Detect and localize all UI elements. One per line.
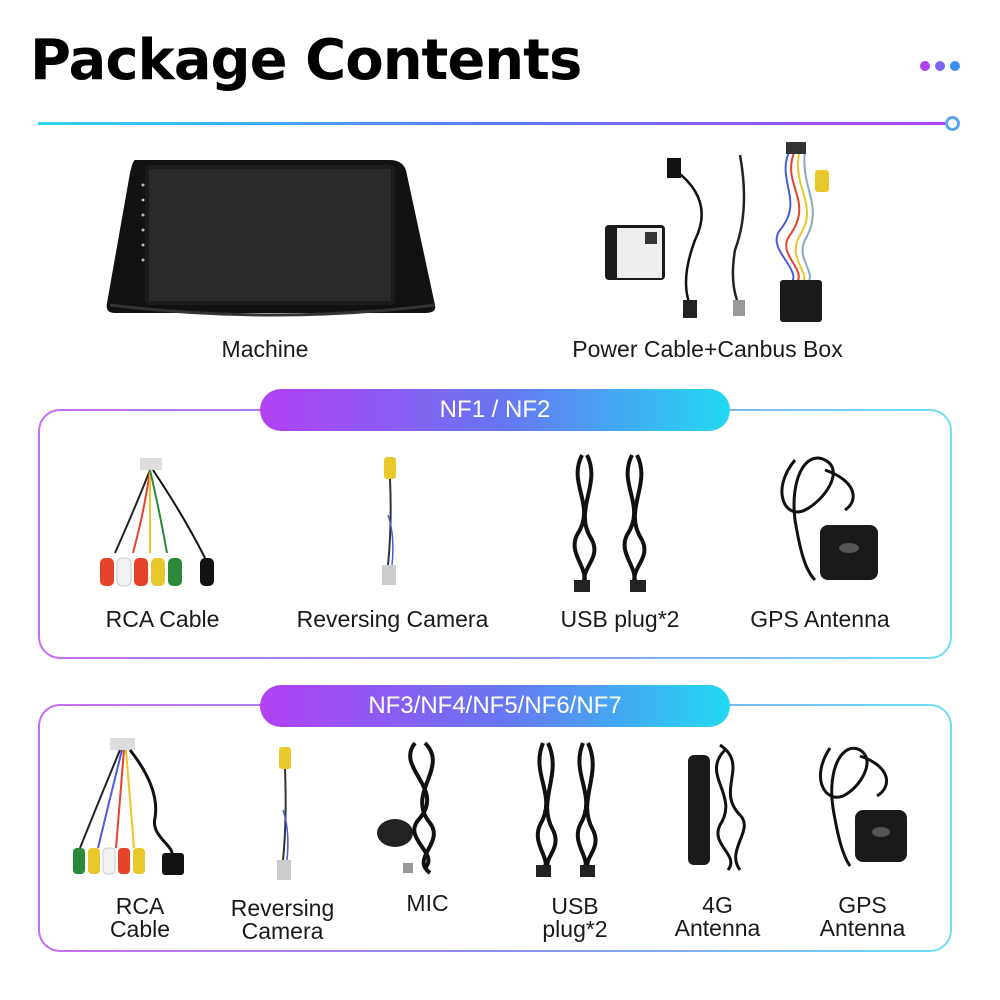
rca-cable-image: [100, 458, 214, 587]
section-title-pill: NF3/NF4/NF5/NF6/NF7: [260, 685, 730, 727]
dot: [920, 61, 930, 71]
gps-antenna-image: [819, 746, 907, 867]
item-label: Power Cable+Canbus Box: [572, 336, 843, 362]
usb-plug-image: [535, 742, 598, 877]
item-label: GPS Antenna: [750, 606, 890, 632]
item-label: Reversing Camera: [296, 606, 489, 632]
usb-plug-image: [572, 454, 647, 592]
item-label: Reversing Camera: [230, 895, 335, 944]
mic-image: [377, 741, 436, 875]
dot: [950, 61, 960, 71]
reversing-camera-image: [277, 747, 291, 880]
item-label: USB plug*2: [560, 606, 680, 632]
more-dots-icon: [920, 61, 960, 71]
power-cable-image: [605, 142, 829, 322]
section-nf3-nf7: [38, 704, 952, 952]
item-label: GPS Antenna: [819, 892, 906, 941]
item-label: Machine: [221, 336, 309, 362]
item-label: RCA Cable: [105, 606, 220, 632]
item-label: RCA Cable: [109, 893, 171, 942]
machine-image: [106, 160, 436, 317]
divider-end-circle: [945, 116, 960, 131]
dot: [935, 61, 945, 71]
rca-cable-image: [73, 738, 184, 875]
page-title: Package Contents: [30, 28, 582, 93]
item-label: USB plug*2: [542, 893, 608, 942]
section-title-pill: NF1 / NF2: [260, 389, 730, 431]
header-divider: [38, 122, 948, 125]
item-label: 4G Antenna: [674, 892, 761, 941]
gps-antenna-image: [780, 456, 878, 582]
item-label: MIC: [406, 890, 449, 916]
reversing-camera-image: [382, 457, 396, 585]
4g-antenna-image: [688, 743, 746, 871]
